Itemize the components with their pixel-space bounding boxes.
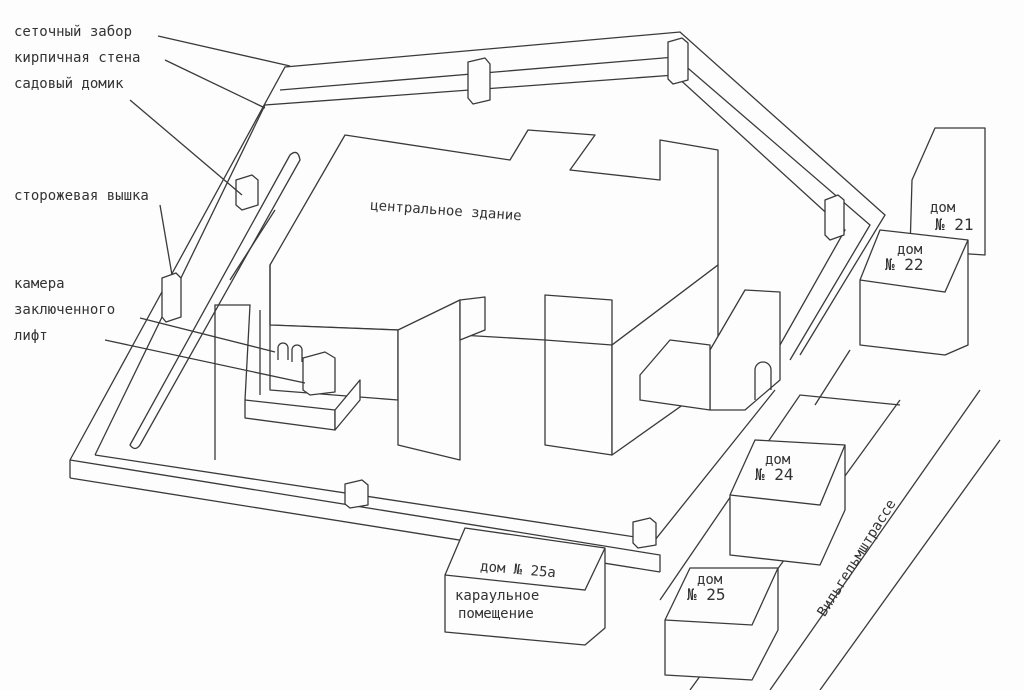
mesh-fence (69, 31, 886, 461)
watchtower-icons (161, 37, 845, 549)
label-cell-1: камера (14, 276, 65, 292)
label-house25-b: № 25 (687, 585, 726, 604)
gate-building (709, 289, 781, 411)
gate-arch (754, 361, 772, 400)
label-watchtower: сторожевая вышка (14, 188, 149, 204)
cell-arches (277, 342, 303, 362)
label-guardhouse-2: помещение (458, 606, 534, 622)
guardhouse (444, 527, 606, 646)
label-house21-a: дом (930, 200, 956, 216)
sidewalk (659, 394, 901, 601)
label-guardhouse-1: караульное (455, 588, 540, 604)
garden-path (129, 151, 301, 450)
leader-lines (104, 35, 306, 384)
courtyard-wall (229, 209, 276, 281)
label-house21-b: № 21 (935, 215, 974, 234)
road-edge (769, 389, 981, 690)
central-wing-left (397, 299, 461, 461)
gate-annex (639, 339, 711, 411)
label-house25-a: дом (697, 572, 723, 588)
central-building-top (269, 129, 719, 346)
barrier (814, 349, 851, 406)
house-24 (729, 439, 846, 566)
house-25 (664, 567, 779, 681)
brick-wall (69, 459, 661, 572)
road-edge (819, 439, 1001, 690)
label-house22-a: дом (897, 242, 923, 258)
central-wing-left-side (459, 296, 486, 341)
label-cell-2: заключенного (14, 302, 116, 318)
label-house24-b: № 24 (755, 465, 794, 484)
house-22 (859, 229, 969, 356)
central-wing-right (544, 339, 613, 456)
elevator-box (302, 351, 336, 396)
label-house22-b: № 22 (885, 255, 924, 274)
label-mesh-fence: сеточный забор (14, 24, 133, 40)
label-garden-house: садовый домик (14, 76, 124, 92)
label-elevator: лифт (14, 328, 48, 344)
courtyard-wall (214, 304, 251, 460)
cell-block (244, 399, 336, 431)
label-brick-wall: кирпичная стена (14, 50, 141, 66)
cell-block-side (334, 379, 361, 431)
label-house24-a: дом (765, 452, 791, 468)
